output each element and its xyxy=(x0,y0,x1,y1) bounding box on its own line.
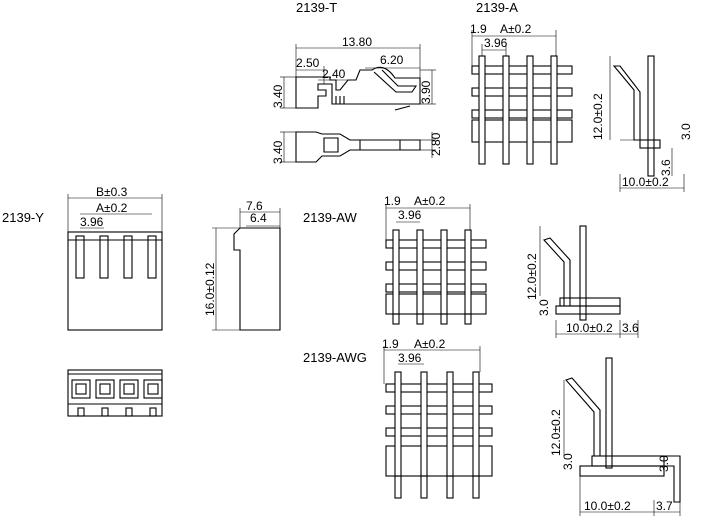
label-2139-t: 2139-T xyxy=(296,0,337,15)
dim-awg-3-0a: 3.0 xyxy=(561,453,575,470)
dim-awg-12: 12.0±0.2 xyxy=(549,409,563,456)
dim-a-A: A±0.2 xyxy=(500,22,532,36)
dim-awg-3-7: 3.7 xyxy=(656,499,673,513)
header-aw-front: 1.9 A±0.2 3.96 xyxy=(384,194,487,325)
dim-aw-3-96: 3.96 xyxy=(398,208,422,222)
header-a-front: 1.9 A±0.2 3.96 xyxy=(470,22,573,165)
dim-aw-1-9: 1.9 xyxy=(384,194,401,208)
dim-awg-A: A±0.2 xyxy=(414,337,446,351)
dim-t-3-40b: 3.40 xyxy=(271,140,285,164)
pins-aw xyxy=(392,229,472,325)
dim-aw-3-6: 3.6 xyxy=(622,321,639,335)
dim-t-6-20: 6.20 xyxy=(380,53,404,67)
dim-side-6-4: 6.4 xyxy=(250,211,267,225)
header-awg-front: 1.9 A±0.2 3.96 xyxy=(382,337,493,499)
dim-a-12: 12.0±0.2 xyxy=(591,93,605,140)
housing-cavities xyxy=(71,379,163,417)
dim-t-2-80: 2.80 xyxy=(429,132,443,156)
dim-t-3-90: 3.90 xyxy=(419,80,433,104)
dim-awg-3-0b: 3.0 xyxy=(657,455,671,472)
header-aw-side: 12.0±0.2 3.0 10.0±0.2 3.6 xyxy=(525,225,639,338)
pins-awg xyxy=(394,371,480,499)
pins-a xyxy=(478,55,558,165)
dim-a-1-9: 1.9 xyxy=(470,22,487,36)
dim-t-length: 13.80 xyxy=(342,35,372,49)
dim-awg-1-9: 1.9 xyxy=(382,337,399,351)
label-2139-y: 2139-Y xyxy=(2,210,44,225)
dim-t-2-40: 2.40 xyxy=(322,67,346,81)
dim-a-3-96: 3.96 xyxy=(484,36,508,50)
label-2139-aw: 2139-AW xyxy=(303,210,357,225)
terminal-side-view: 13.80 2.50 2.40 6.20 3.40 3.90 xyxy=(271,35,436,111)
dim-aw-10: 10.0±0.2 xyxy=(566,321,613,335)
dim-a-10: 10.0±0.2 xyxy=(622,175,669,189)
dim-awg-10: 10.0±0.2 xyxy=(584,499,631,513)
dim-side-7-6: 7.6 xyxy=(246,199,263,213)
header-awg-side: 12.0±0.2 3.0 3.0 10.0±0.2 3.7 xyxy=(549,357,681,516)
label-2139-awg: 2139-AWG xyxy=(303,350,367,365)
dim-y-B: B±0.3 xyxy=(96,185,128,199)
housing-side: 7.6 6.4 16.0±0.12 xyxy=(203,199,281,331)
dim-side-16: 16.0±0.12 xyxy=(203,262,217,316)
terminal-top-view: 3.40 2.80 xyxy=(271,131,443,164)
dim-awg-3-96: 3.96 xyxy=(398,351,422,365)
dim-aw-3-0: 3.0 xyxy=(537,299,551,316)
housing-y-front: B±0.3 A±0.2 3.96 xyxy=(67,185,163,331)
dim-aw-12: 12.0±0.2 xyxy=(525,253,539,300)
header-a-side: 12.0±0.2 3.6 3.0 10.0±0.2 xyxy=(591,55,693,192)
dim-aw-A: A±0.2 xyxy=(414,194,446,208)
housing-slots xyxy=(75,235,157,279)
dim-t-2-50: 2.50 xyxy=(296,56,320,70)
dim-a-3-6: 3.6 xyxy=(659,159,673,176)
dim-a-3-0: 3.0 xyxy=(679,123,693,140)
housing-y-bottom xyxy=(67,369,163,417)
dim-y-3-96: 3.96 xyxy=(80,215,104,229)
dim-y-A: A±0.2 xyxy=(96,201,128,215)
label-2139-a: 2139-A xyxy=(476,0,518,15)
dim-t-3-40a: 3.40 xyxy=(271,84,285,108)
